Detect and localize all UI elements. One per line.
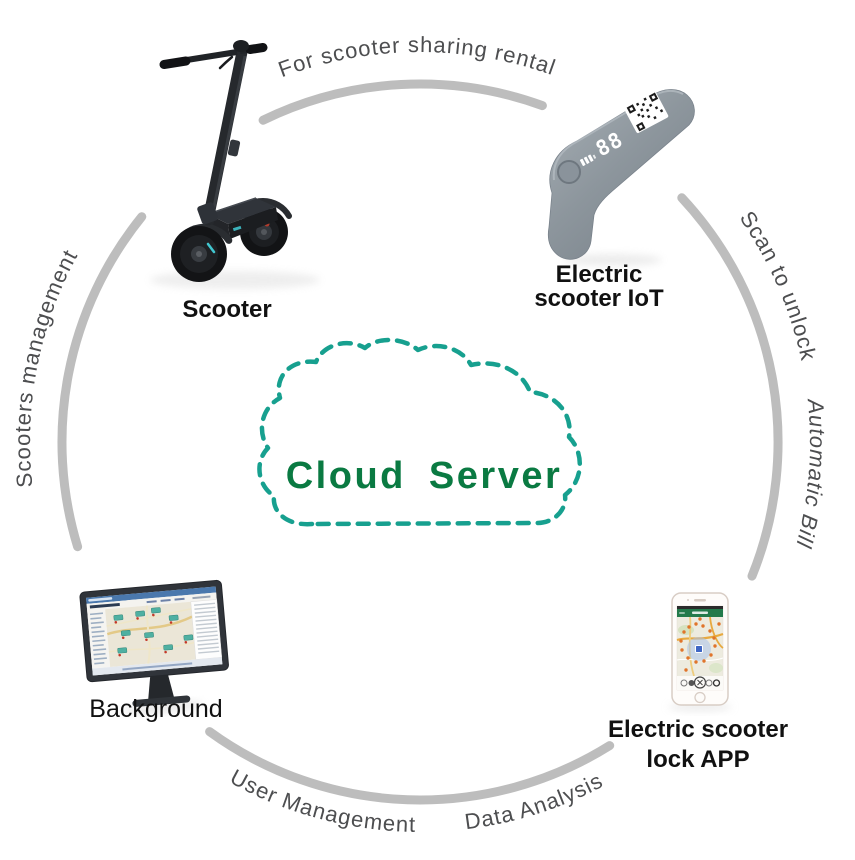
- monitor-base: [132, 695, 191, 707]
- scooter-handlebar: [159, 40, 268, 70]
- iot-top-edge-highlight: [552, 89, 684, 181]
- iot-device-node: 88 Electric scooter IoT: [534, 89, 695, 312]
- map-device-tags: [113, 607, 194, 657]
- phone-status-bar: [677, 606, 723, 609]
- deck-accent-light: [232, 225, 242, 232]
- phone-screen: [676, 605, 724, 691]
- phone-camera: [687, 599, 689, 601]
- iot-power-button: [557, 160, 581, 184]
- monitor-shadow: [123, 702, 203, 713]
- monitor-stand: [148, 674, 175, 700]
- circle-arc-left: [57, 212, 147, 552]
- console-list-panel: [190, 599, 223, 660]
- phone-home-button: [694, 691, 706, 704]
- battery-indicator: [579, 154, 597, 167]
- scooter-stem: [197, 46, 248, 226]
- arc-label-automatic-bill: Automatic Bill: [791, 396, 830, 551]
- arc-label-top: For scooter sharing rental: [275, 32, 560, 82]
- phone-illustration: [668, 592, 732, 711]
- app-control-bar: [677, 676, 723, 690]
- lock-app-node: Electric scooter lock APP: [608, 592, 788, 773]
- handlebar-display: [233, 40, 249, 52]
- circle-arc-bottom: [205, 727, 615, 805]
- iot-label-line1: Electric: [556, 261, 643, 288]
- qr-code: [623, 90, 669, 133]
- scooter-label: Scooter: [182, 296, 271, 323]
- background-node: Background: [79, 579, 229, 723]
- scooter-map-pins: [679, 617, 721, 672]
- app-map: [676, 616, 724, 677]
- connection-circle: [57, 79, 783, 805]
- cloud-server-label: Cloud Server: [286, 455, 563, 497]
- fork-accent-light: [206, 242, 216, 254]
- background-label: Background: [89, 695, 222, 723]
- iot-shadow: [562, 254, 662, 266]
- circle-arc-top: [258, 79, 547, 125]
- console-map: [105, 601, 196, 668]
- scooter-shadow: [150, 271, 320, 289]
- lock-app-label-line1: Electric scooter: [608, 716, 788, 743]
- brake-lever: [218, 55, 234, 70]
- phone-earpiece: [694, 599, 706, 602]
- cloud-server-node: Cloud Server: [257, 337, 583, 527]
- console-sidebar: [87, 609, 111, 669]
- scooter-illustration: [150, 40, 320, 289]
- location-marker: [695, 645, 703, 653]
- window-title-bar: [86, 586, 217, 604]
- monitor-screen: [86, 586, 223, 676]
- iot-label-line2: scooter IoT: [534, 285, 664, 312]
- cloud-outline: [257, 337, 583, 527]
- monitor-illustration: [79, 579, 229, 713]
- scooter-front-wheel: [171, 215, 233, 282]
- arc-label-scan-to-unlock: Scan to unlock: [735, 206, 821, 363]
- circle-arc-right: [677, 193, 783, 581]
- lock-app-label-line2: lock APP: [646, 746, 749, 773]
- scooter-node: Scooter: [150, 40, 320, 323]
- iot-device-illustration: 88: [547, 89, 695, 266]
